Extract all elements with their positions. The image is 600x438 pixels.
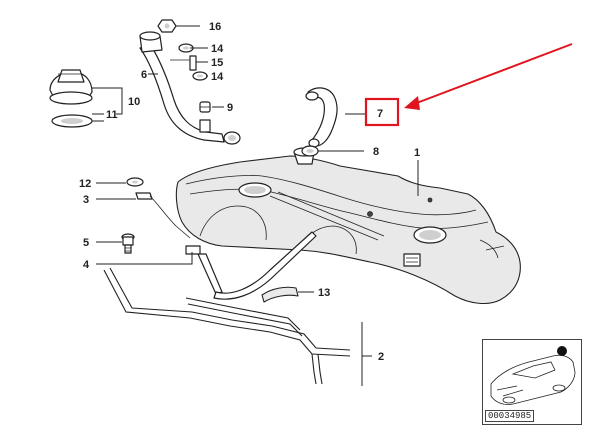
fuel-lines <box>103 267 351 385</box>
heat-shield <box>261 286 299 303</box>
nut <box>157 19 177 33</box>
callout-3: 3 <box>83 194 89 206</box>
callout-5: 5 <box>83 237 89 249</box>
clamp-upper <box>178 43 194 53</box>
callout-11: 11 <box>106 109 118 121</box>
callout-7: 7 <box>377 108 383 120</box>
diagram-id: 00034985 <box>485 410 535 422</box>
hose-clamp <box>301 145 319 157</box>
filler-pipe <box>139 31 241 145</box>
vent-hose <box>305 87 338 148</box>
leader-lines <box>92 25 419 386</box>
callout-2: 2 <box>378 351 384 363</box>
callout-8: 8 <box>373 146 379 158</box>
highlight-marker <box>364 43 573 127</box>
highlight-arrow-head <box>404 96 420 110</box>
spacer-sleeve <box>189 55 197 71</box>
callout-14-lower: 14 <box>211 71 224 83</box>
callout-13: 13 <box>318 287 330 299</box>
grommet <box>199 101 211 113</box>
clamp-lower <box>192 71 208 81</box>
highlight-arrow <box>413 43 573 105</box>
callout-14-upper: 14 <box>211 43 224 55</box>
cap-seal <box>51 114 93 128</box>
callout-16: 16 <box>209 21 221 33</box>
fuel-tank <box>175 147 521 305</box>
callout-4: 4 <box>83 259 90 271</box>
callout-15: 15 <box>211 57 223 69</box>
callout-10: 10 <box>128 96 140 108</box>
callout-6: 6 <box>141 69 147 81</box>
location-marker <box>557 346 567 356</box>
washer <box>126 177 144 187</box>
vehicle-location-thumbnail: 00034985 <box>482 339 582 425</box>
callout-labels: 16 14 15 14 9 6 10 11 7 8 1 12 3 5 4 13 … <box>79 21 420 363</box>
strap-bracket <box>135 192 191 239</box>
filler-cap <box>49 69 93 105</box>
highlight-box <box>364 97 400 127</box>
tank-straps <box>185 231 317 300</box>
callout-12: 12 <box>79 178 91 190</box>
callout-1: 1 <box>414 147 420 159</box>
car-silhouette <box>490 346 576 405</box>
callout-9: 9 <box>227 102 233 114</box>
bolt <box>121 233 135 254</box>
